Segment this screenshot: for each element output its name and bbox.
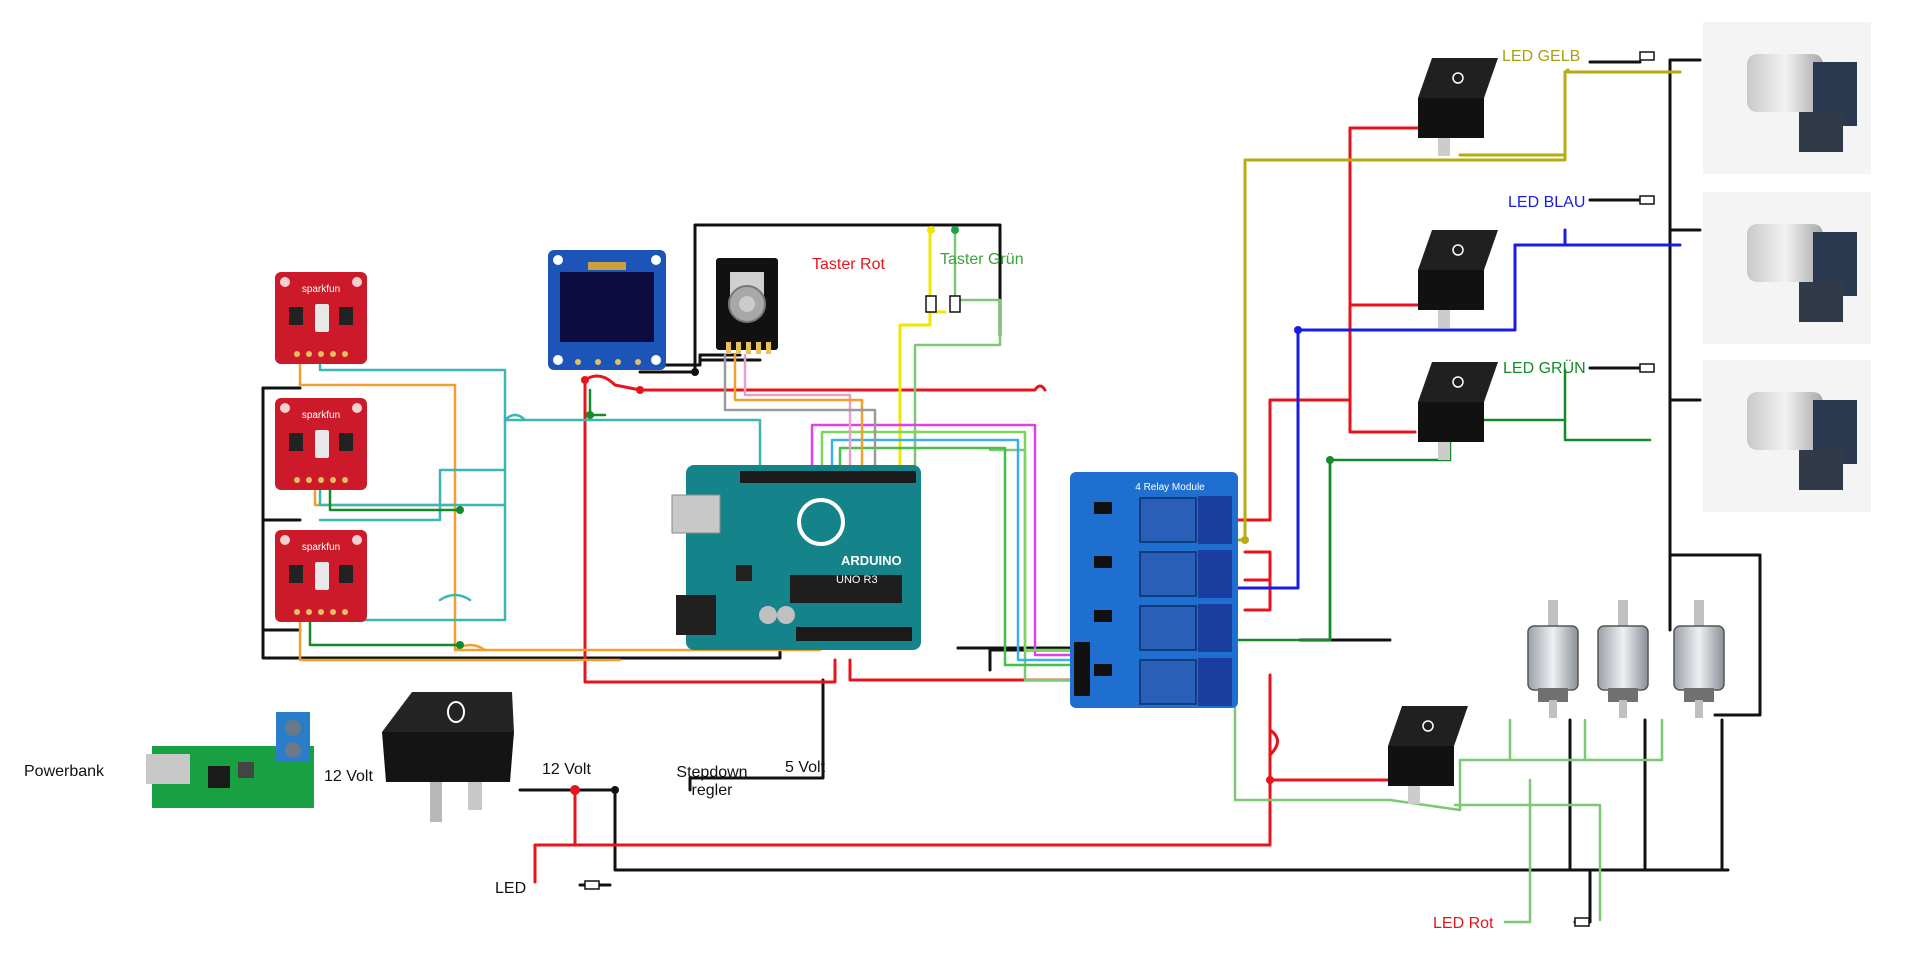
led-gelb-label: LED GELB (1502, 48, 1581, 65)
led-blau-label: LED BLAU (1508, 194, 1586, 211)
rocker-switch-icon (1418, 362, 1498, 460)
rotary-encoder (716, 258, 778, 354)
wire-signal (723, 353, 1082, 667)
wire-black (261, 58, 1762, 924)
pumps (1703, 22, 1871, 512)
relay-module: 4 Relay Module (1070, 472, 1238, 708)
resistors (584, 51, 1655, 927)
solenoid-valve-icon (1597, 600, 1649, 718)
voltage-12v-label-1: 12 Volt (324, 768, 373, 785)
voltage-5v-label: 5 Volt (785, 759, 826, 776)
resistor-icon (1639, 51, 1655, 61)
resistor-icon (1639, 363, 1655, 373)
solenoid-valve-icon (1527, 600, 1579, 718)
pressure-sensor-3: sparkfun (275, 530, 367, 622)
rocker-switches (1388, 58, 1498, 804)
junctions (456, 326, 1334, 795)
wire-blue (1223, 228, 1682, 590)
pump-motor-icon (1703, 360, 1871, 512)
stepdown-label: Stepdown regler (668, 764, 756, 800)
pressure-sensor-1: sparkfun (275, 272, 367, 364)
main-switch (382, 692, 514, 822)
rocker-switch-icon (1388, 706, 1468, 804)
wire-red (533, 126, 1482, 884)
wire-lightgreen (913, 231, 1664, 924)
oled-display (548, 250, 666, 370)
stepdown-label-line2: regler (691, 782, 733, 799)
stepdown-label-line1: Stepdown (676, 764, 748, 781)
wires-group (261, 58, 1762, 924)
brand-label: sparkfun (302, 284, 340, 295)
pump-motor-icon (1703, 22, 1871, 174)
valves (1527, 600, 1725, 718)
powerbank-board (146, 712, 314, 808)
solenoid-valve-icon (1673, 600, 1725, 718)
taster-rot-label: Taster Rot (812, 256, 885, 273)
arduino-name: ARDUINO (841, 553, 902, 568)
led-gruen-label: LED GRÜN (1503, 360, 1586, 377)
resistor-icon (584, 880, 600, 890)
arduino-model: UNO R3 (836, 574, 878, 586)
voltage-12v-label-2: 12 Volt (542, 761, 591, 778)
led-label: LED (495, 880, 527, 897)
push-buttons (925, 226, 961, 313)
pressure-sensor-2: sparkfun (275, 398, 367, 490)
led-rot-label: LED Rot (1433, 915, 1494, 932)
arduino-uno: ARDUINO UNO R3 (671, 465, 921, 650)
resistor-icon (1574, 917, 1590, 927)
rocker-switch-icon (1418, 230, 1498, 328)
pressure-sensors: sparkfun sparkfun sparkfun (275, 272, 367, 622)
brand-label: sparkfun (302, 542, 340, 553)
resistor-icon (1639, 195, 1655, 205)
brand-label: sparkfun (302, 410, 340, 421)
powerbank-label: Powerbank (24, 763, 105, 780)
pump-motor-icon (1703, 192, 1871, 344)
taster-gruen-label: Taster Grün (940, 251, 1024, 268)
wire-yellow (898, 228, 947, 467)
relay-title: 4 Relay Module (1135, 482, 1205, 493)
rocker-switch-icon (1418, 58, 1498, 156)
